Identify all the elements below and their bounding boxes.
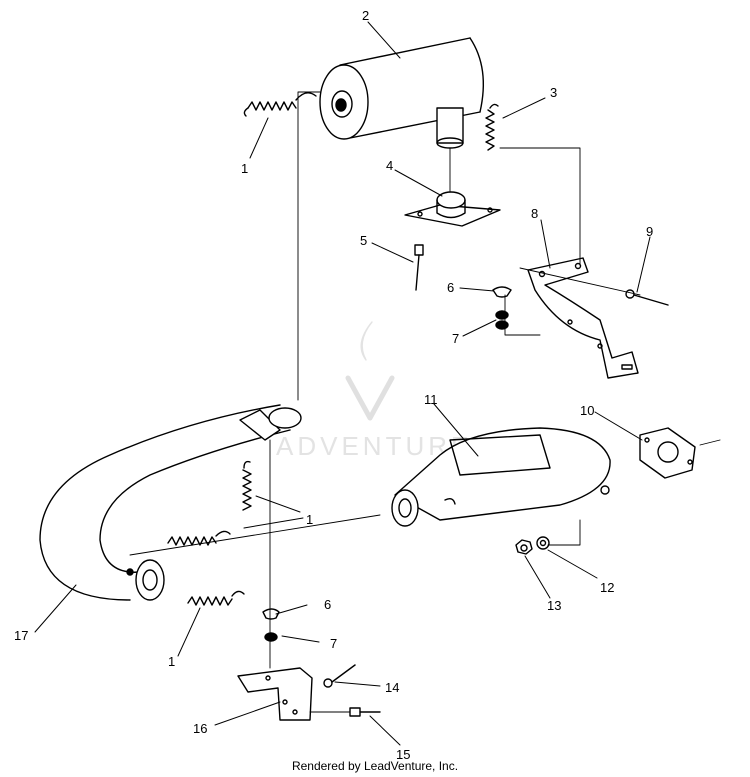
callout-1-top: 1 bbox=[241, 161, 248, 176]
callout-3: 3 bbox=[550, 85, 557, 100]
callout-17: 17 bbox=[14, 628, 28, 643]
cap-part-6-lower bbox=[262, 608, 280, 620]
callout-5: 5 bbox=[360, 233, 367, 248]
callout-7-upper: 7 bbox=[452, 331, 459, 346]
callout-6-upper: 6 bbox=[447, 280, 454, 295]
callout-12: 12 bbox=[600, 580, 614, 595]
spring-part-1-top bbox=[243, 92, 317, 117]
callout-13: 13 bbox=[547, 598, 561, 613]
washer-part-7-upper bbox=[495, 310, 509, 330]
grommet-plate-part bbox=[404, 191, 501, 227]
spring-part-1-bottom bbox=[187, 590, 245, 606]
lower-bracket-part bbox=[237, 667, 313, 721]
callout-leaders bbox=[34, 21, 651, 746]
callout-2: 2 bbox=[362, 8, 369, 23]
callout-11: 11 bbox=[424, 392, 438, 407]
washer-part-12 bbox=[536, 536, 550, 550]
watermark-logo: ADVENTURE bbox=[276, 321, 472, 461]
footer-credit: Rendered by LeadVenture, Inc. bbox=[291, 759, 459, 773]
spring-part-1-vertical bbox=[242, 460, 252, 511]
callout-15: 15 bbox=[396, 747, 410, 762]
bolt-part-5 bbox=[414, 244, 424, 291]
callout-8: 8 bbox=[531, 206, 538, 221]
bolt-part-15 bbox=[349, 707, 381, 717]
callout-9: 9 bbox=[646, 224, 653, 239]
callout-10: 10 bbox=[580, 403, 594, 418]
callout-labels: 1 2 3 4 5 6 7 8 9 10 11 12 13 14 15 16 1… bbox=[14, 8, 653, 762]
mounting-bracket-part bbox=[527, 257, 639, 379]
callout-6-lower: 6 bbox=[324, 597, 331, 612]
assembly-guide-lines bbox=[129, 91, 721, 713]
callout-4: 4 bbox=[386, 158, 393, 173]
exhaust-pipe-part bbox=[39, 404, 302, 601]
callout-1-middle: 1 bbox=[306, 512, 313, 527]
spring-part-3 bbox=[485, 103, 499, 151]
callout-16: 16 bbox=[193, 721, 207, 736]
washer-part-7-lower bbox=[264, 632, 278, 642]
muffler-part bbox=[319, 37, 485, 149]
bolt-part-14 bbox=[323, 664, 356, 688]
callout-1-bottom: 1 bbox=[168, 654, 175, 669]
callout-14: 14 bbox=[385, 680, 399, 695]
nut-part-13 bbox=[515, 539, 533, 555]
watermark-text: ADVENTURE bbox=[276, 431, 472, 461]
gasket-part bbox=[639, 427, 696, 479]
callout-7-lower: 7 bbox=[330, 636, 337, 651]
cap-part-6-upper bbox=[492, 286, 512, 298]
expansion-chamber-part bbox=[391, 427, 611, 527]
bolt-part-9 bbox=[625, 289, 669, 306]
spring-part-1-middle bbox=[167, 530, 231, 546]
